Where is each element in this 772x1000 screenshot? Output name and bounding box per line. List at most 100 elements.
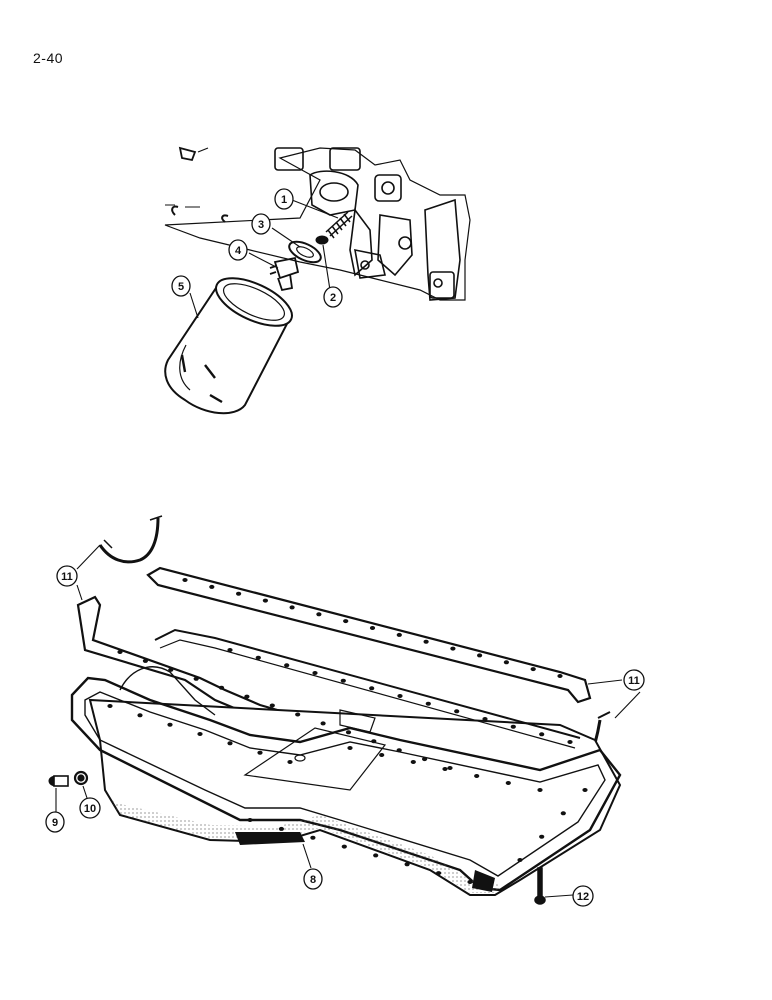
svg-text:3: 3 — [258, 219, 264, 231]
svg-text:11: 11 — [61, 571, 73, 583]
engine-block — [164, 146, 471, 301]
bolt-hole — [257, 750, 263, 755]
bolt-hole — [168, 667, 174, 672]
bolt-hole — [503, 660, 509, 665]
bolt-hole — [477, 653, 483, 658]
callout-leaders — [55, 199, 641, 898]
bolt-hole — [289, 605, 295, 610]
callout-4: 4 — [228, 239, 248, 261]
bolt-hole — [255, 655, 261, 660]
callout-3: 3 — [251, 213, 271, 235]
bolt-hole — [167, 722, 173, 727]
bolt-hole — [539, 834, 545, 839]
callout-11-right: 11 — [623, 669, 645, 691]
bolt-hole — [209, 584, 215, 589]
bolt-hole — [182, 578, 188, 582]
bolt-hole — [227, 648, 233, 652]
bolt-hole — [218, 685, 225, 690]
bolt-hole — [447, 766, 453, 770]
svg-text:11: 11 — [628, 675, 640, 687]
bolt-holes — [107, 578, 588, 884]
svg-text:5: 5 — [178, 281, 184, 293]
bolt-hole — [397, 694, 403, 698]
rear-seal-gasket — [98, 515, 163, 564]
bolt-hole — [560, 811, 566, 816]
seal-ring — [288, 240, 322, 264]
svg-text:12: 12 — [577, 891, 589, 903]
bolt-hole — [423, 639, 429, 644]
bolt-hole — [505, 781, 511, 785]
bolt-hole — [474, 774, 480, 778]
relief-valve-plunger — [315, 235, 329, 245]
callout-11-left: 11 — [56, 565, 78, 587]
bolt-hole — [262, 598, 268, 603]
bolt-hole — [425, 701, 431, 706]
bolt-hole — [371, 739, 377, 744]
oil-pan — [70, 628, 622, 896]
callout-12: 12 — [572, 885, 594, 907]
bolt-hole — [517, 858, 523, 862]
callout-2: 2 — [323, 286, 343, 308]
relief-valve-spring — [325, 211, 353, 239]
drain-plug — [48, 775, 69, 787]
bolt-hole — [396, 632, 402, 637]
callout-10: 10 — [79, 797, 101, 819]
bolt-hole — [142, 658, 148, 663]
svg-text:1: 1 — [281, 194, 287, 206]
bolt-hole — [369, 686, 375, 691]
bolt-hole — [284, 663, 290, 668]
drain-plug-washer — [73, 770, 89, 786]
bolt-hole — [369, 626, 376, 630]
bolt-hole — [379, 753, 385, 757]
bolt-hole — [454, 709, 460, 714]
bolt-hole — [137, 713, 143, 718]
callout-9: 9 — [45, 811, 65, 833]
oil-filter — [164, 277, 293, 415]
bolt-hole — [343, 619, 349, 624]
bolt-hole — [117, 650, 123, 654]
callout-1: 1 — [274, 188, 294, 210]
svg-text:10: 10 — [84, 803, 96, 815]
bolt-hole — [197, 732, 203, 736]
bolt-hole — [340, 678, 346, 683]
bolt-hole — [244, 694, 250, 699]
bolt-hole — [537, 788, 543, 792]
bolt-hole — [193, 676, 199, 681]
bolt-hole — [312, 671, 318, 675]
svg-text:8: 8 — [310, 874, 316, 886]
bolt-hole — [567, 740, 573, 744]
bolt-hole — [341, 844, 347, 849]
page-number: 2-40 — [33, 50, 64, 66]
bolt-hole — [450, 646, 456, 651]
bolt-hole — [467, 880, 473, 884]
bolt-hole — [396, 748, 402, 753]
bolt-hole — [295, 712, 301, 717]
bolt-hole — [236, 591, 242, 596]
svg-text:4: 4 — [235, 245, 242, 257]
bolt-hole — [287, 760, 293, 764]
bolt-hole — [436, 871, 442, 876]
bolt-hole — [347, 746, 353, 750]
bolt-hole — [316, 612, 322, 617]
bolt-hole — [278, 826, 284, 831]
bolt-hole — [530, 667, 536, 672]
bolt-hole — [404, 862, 410, 867]
pan-bolt — [534, 867, 546, 905]
bolt-hole — [557, 674, 563, 678]
bolt-hole — [227, 741, 233, 746]
bolt-hole — [482, 717, 488, 721]
callout-8: 8 — [303, 868, 323, 890]
bolt-hole — [320, 721, 326, 726]
bolt-hole — [247, 818, 253, 822]
bolt-hole — [345, 730, 352, 735]
bolt-hole — [410, 760, 416, 764]
svg-text:2: 2 — [330, 292, 336, 304]
bolt-hole — [269, 703, 275, 708]
bolt-hole — [373, 853, 379, 858]
bolt-hole — [582, 788, 588, 792]
callout-5: 5 — [171, 275, 191, 297]
bolt-hole — [442, 767, 448, 771]
bolt-hole — [422, 757, 428, 762]
